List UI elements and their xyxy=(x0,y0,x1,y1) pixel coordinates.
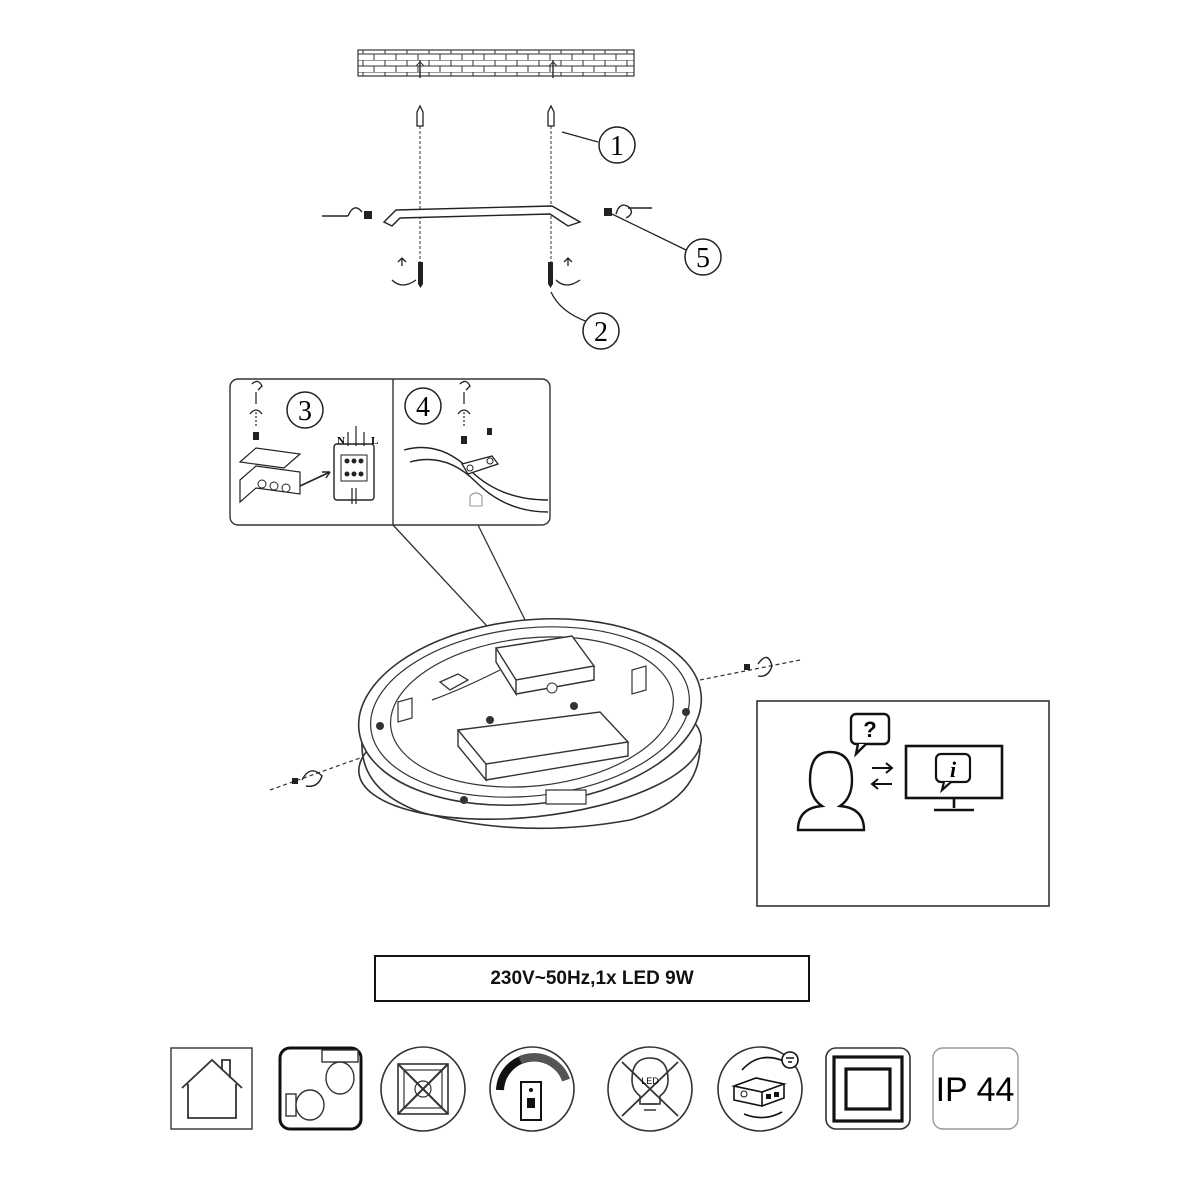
electrical-spec-box: 230V~50Hz,1x LED 9W xyxy=(374,955,810,1002)
driver-icon xyxy=(731,1051,799,1119)
side-screw-right xyxy=(604,204,652,219)
info-panel: ? i xyxy=(756,700,1050,907)
wall-plug-right xyxy=(547,104,555,262)
bulb-icon xyxy=(285,1049,359,1121)
callout-5: 5 xyxy=(684,238,722,276)
double-square-icon xyxy=(832,1055,904,1123)
callout-leader-2 xyxy=(550,291,589,323)
symbol-class-ii xyxy=(825,1047,911,1130)
callout-2: 2 xyxy=(582,312,620,350)
symbol-driver xyxy=(717,1046,803,1132)
terminal-live-label: L xyxy=(371,435,378,447)
question-bubble-icon: ? xyxy=(849,712,891,758)
side-screw-left xyxy=(322,207,372,219)
detail-panels: 3 N L xyxy=(229,378,551,641)
callout-leader-5 xyxy=(611,213,687,251)
symbol-ip-rating: IP 44 xyxy=(932,1047,1019,1130)
terminal-neutral-label: N xyxy=(337,435,345,447)
callout-1-number: 1 xyxy=(610,131,624,162)
symbol-bulb xyxy=(278,1046,363,1131)
info-mark: i xyxy=(950,757,957,782)
fixing-screw-right xyxy=(548,257,581,288)
wall-plug-left xyxy=(416,104,424,262)
callout-5-number: 5 xyxy=(696,243,710,274)
callout-1: 1 xyxy=(598,126,636,164)
fixing-screw-left xyxy=(391,257,423,288)
symbol-not-covered xyxy=(380,1046,466,1132)
callout-2-number: 2 xyxy=(594,317,608,348)
wiring-detail: 3 N L xyxy=(238,380,378,504)
question-mark: ? xyxy=(863,717,876,742)
luminaire-body xyxy=(357,617,703,830)
monitor-info-icon: i xyxy=(904,744,1004,812)
mounting-bracket xyxy=(382,205,582,227)
crossed-led-icon: LED xyxy=(621,1057,679,1117)
ceiling-wall xyxy=(357,49,635,78)
callout-leader-1 xyxy=(561,131,599,143)
callout-4-number: 4 xyxy=(416,392,430,423)
svg-text:LED: LED xyxy=(641,1076,659,1086)
callout-3-number: 3 xyxy=(298,396,312,427)
symbol-house xyxy=(170,1047,253,1130)
exchange-arrows-icon xyxy=(870,762,894,790)
symbol-led: LED xyxy=(607,1046,693,1132)
cable-clamp-detail: 4 xyxy=(403,380,549,513)
user-icon xyxy=(796,750,866,832)
symbol-dimmer xyxy=(489,1046,575,1132)
dimmer-icon xyxy=(496,1053,570,1121)
electrical-spec-text: 230V~50Hz,1x LED 9W xyxy=(490,967,694,989)
body-screw-right xyxy=(699,656,801,681)
crossed-box-icon xyxy=(397,1063,449,1115)
house-icon xyxy=(181,1058,243,1119)
ip-rating-label: IP 44 xyxy=(936,1071,1015,1109)
body-screw-left xyxy=(269,757,361,791)
